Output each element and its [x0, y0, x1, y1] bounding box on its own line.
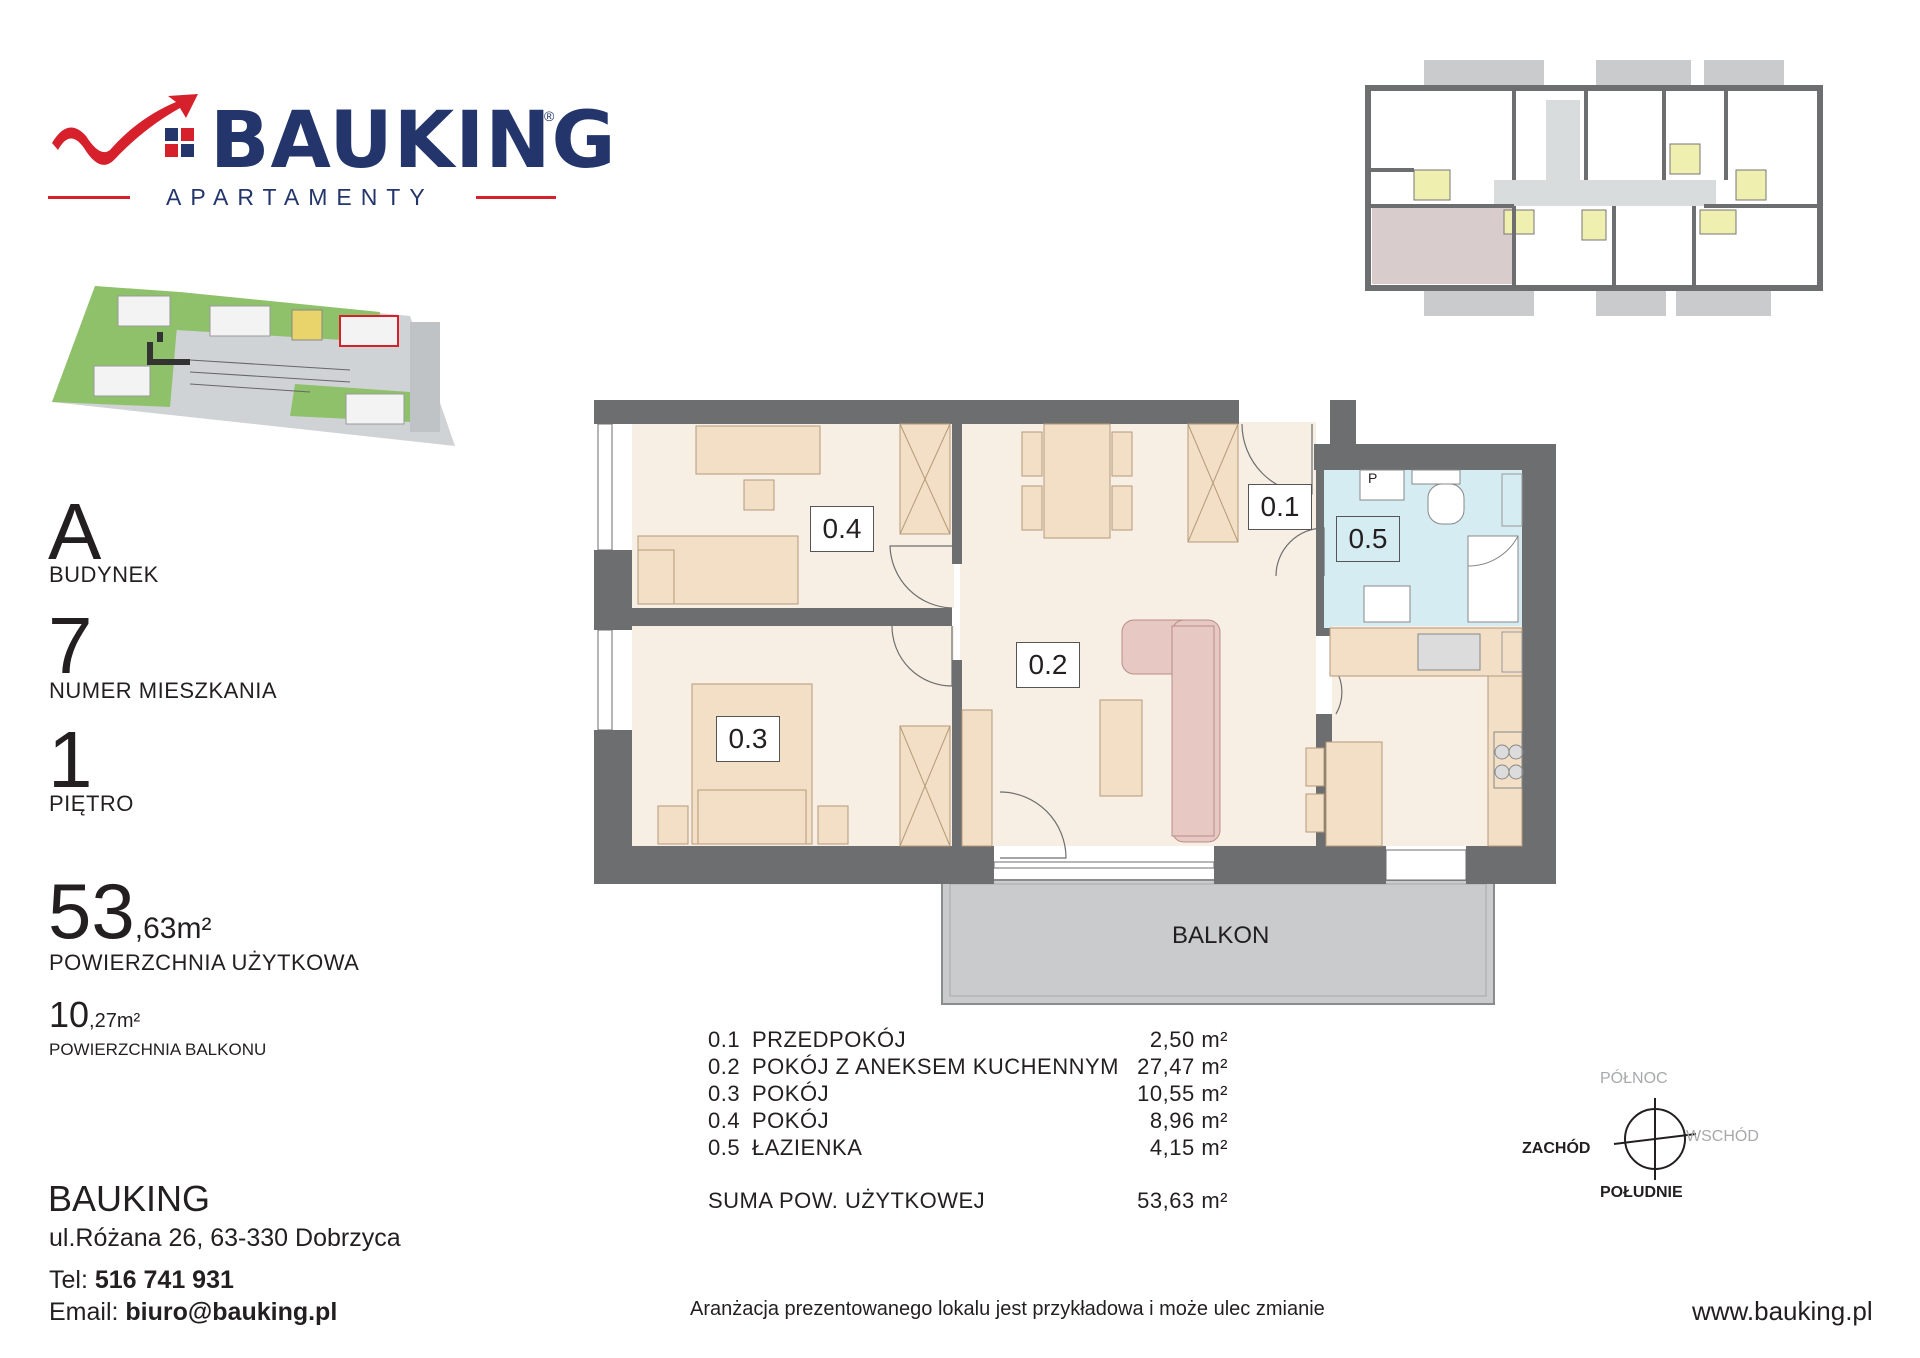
room-no: 0.1 [708, 1027, 741, 1052]
contact-company: BAUKING [48, 1178, 211, 1219]
room-name: POKÓJ Z ANEKSEM KUCHENNYM [752, 1054, 1120, 1079]
room-area: 10,55 m² [1137, 1081, 1228, 1106]
floor-label: PIĘTRO [49, 791, 134, 816]
room-area: 27,47 m² [1137, 1054, 1228, 1079]
floor-value: 1 [48, 715, 93, 804]
phone-number[interactable]: 516 741 931 [94, 1266, 234, 1294]
compass: PÓŁNOC POŁUDNIE ZACHÓD WSCHÓD [1520, 1066, 1770, 1206]
room-no: 0.3 [708, 1081, 741, 1106]
room-label-0-3: 0.3 [716, 716, 780, 762]
floor-plan-drawing [594, 400, 1556, 1005]
balcony-label: BALKON [1172, 922, 1270, 949]
room-name: POKÓJ [752, 1108, 830, 1133]
compass-rose-icon [1613, 1098, 1697, 1180]
contact-phone: Tel: 516 741 931 [49, 1266, 234, 1295]
usable-area-dec: ,63m² [134, 912, 212, 945]
building-value: A [48, 487, 102, 576]
floor-plan: 0.4 0.2 0.3 0.1 0.5 P BALKON [594, 400, 1556, 1006]
compass-north: PÓŁNOC [1600, 1070, 1668, 1087]
compass-south: POŁUDNIE [1600, 1184, 1683, 1201]
brand-logo: BAUKING ® APARTAMENTY [48, 88, 616, 213]
room-area: 4,15 m² [1149, 1135, 1228, 1160]
room-label-0-4: 0.4 [810, 506, 874, 552]
room-name: ŁAZIENKA [752, 1135, 863, 1160]
window-squares-icon [165, 128, 194, 157]
rooms-table: 0.1 PRZEDPOKÓJ 2,50 m² 0.2 POKÓJ Z ANEKS… [708, 1027, 1228, 1215]
registered-mark: ® [544, 108, 555, 124]
room-area: 2,50 m² [1149, 1027, 1228, 1052]
apartment-number-label: NUMER MIESZKANIA [49, 678, 278, 703]
building-key-plan [1365, 60, 1823, 316]
email-link[interactable]: biuro@bauking.pl [125, 1298, 338, 1326]
usable-area: 53,63m² [48, 872, 211, 950]
usable-area-label: POWIERZCHNIA UŻYTKOWA [49, 950, 360, 975]
phone-label: Tel: [49, 1266, 95, 1294]
website-link[interactable]: www.bauking.pl [1692, 1296, 1873, 1326]
sum-label: SUMA POW. UŻYTKOWEJ [708, 1188, 986, 1213]
table-row: 0.4 POKÓJ 8,96 m² [708, 1108, 1228, 1135]
logo-rule-left [48, 196, 130, 199]
balcony-area-dec: ,27m² [89, 1010, 141, 1032]
room-label-0-1: 0.1 [1248, 484, 1312, 530]
room-name: PRZEDPOKÓJ [752, 1027, 907, 1052]
apartment-number-value: 7 [48, 601, 93, 690]
building-label: BUDYNEK [49, 562, 159, 587]
room-label-0-5: 0.5 [1336, 516, 1400, 562]
checkmark-logo-icon [52, 94, 198, 165]
balcony-area-int: 10 [49, 994, 90, 1035]
usable-area-int: 53 [48, 867, 135, 955]
compass-west: ZACHÓD [1522, 1140, 1591, 1157]
email-label: Email: [49, 1298, 126, 1326]
window-mark-p: P [1368, 470, 1378, 486]
balcony-area-label: POWIERZCHNIA BALKONU [49, 1040, 267, 1059]
table-row: 0.3 POKÓJ 10,55 m² [708, 1081, 1228, 1108]
contact-address: ul.Różana 26, 63-330 Dobrzyca [49, 1224, 401, 1252]
room-name: POKÓJ [752, 1081, 830, 1106]
room-no: 0.5 [708, 1135, 741, 1160]
table-sum-row: SUMA POW. UŻYTKOWEJ 53,63 m² [708, 1188, 1228, 1215]
room-label-0-2: 0.2 [1016, 642, 1080, 688]
room-no: 0.2 [708, 1054, 741, 1079]
table-row: 0.1 PRZEDPOKÓJ 2,50 m² [708, 1027, 1228, 1054]
balcony-area: 10,27m² [49, 994, 140, 1036]
brand-subtitle: APARTAMENTY [166, 184, 434, 210]
table-row: 0.5 ŁAZIENKA 4,15 m² [708, 1135, 1228, 1162]
contact-email: Email: biuro@bauking.pl [49, 1298, 337, 1327]
sum-value: 53,63 m² [1137, 1188, 1228, 1213]
site-plan-thumbnail [52, 286, 455, 446]
brand-name: BAUKING [210, 96, 617, 186]
table-row: 0.2 POKÓJ Z ANEKSEM KUCHENNYM 27,47 m² [708, 1054, 1228, 1081]
logo-rule-right [476, 196, 556, 199]
disclaimer: Aranżacja prezentowanego lokalu jest prz… [690, 1298, 1325, 1320]
compass-east: WSCHÓD [1686, 1128, 1759, 1145]
room-no: 0.4 [708, 1108, 741, 1133]
room-area: 8,96 m² [1149, 1108, 1228, 1133]
